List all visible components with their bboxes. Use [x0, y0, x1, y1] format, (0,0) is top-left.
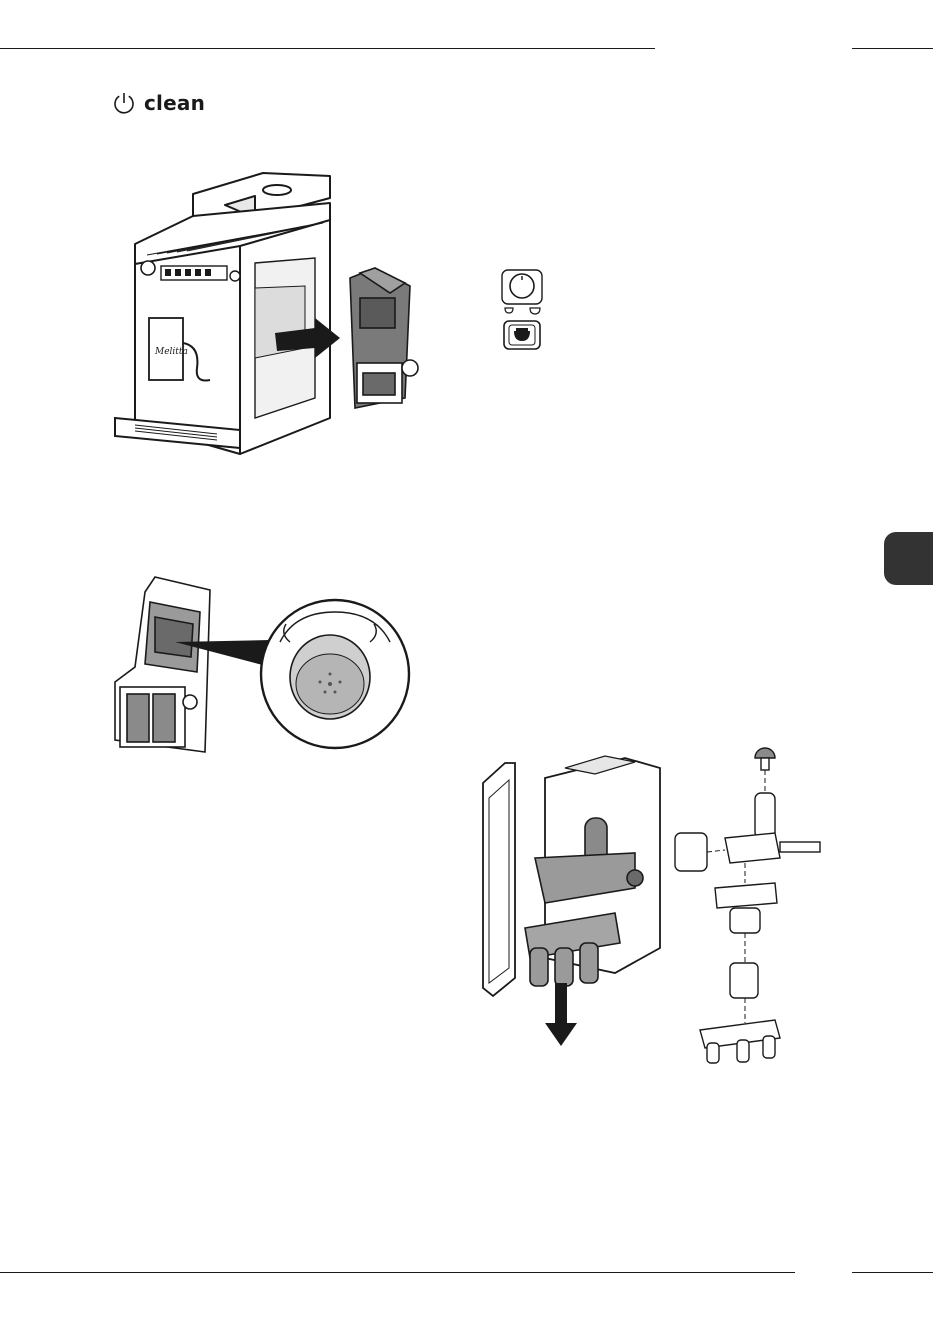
section-heading: clean: [112, 89, 205, 117]
chapter-tab-marker: [884, 532, 933, 585]
large-cup-icon: [530, 308, 540, 314]
brewing-unit: [115, 577, 210, 752]
brand-logo-text: Melitta: [154, 347, 188, 357]
sieve-zoom-detail: [261, 600, 409, 748]
control-dial: [500, 268, 544, 316]
power-icon: [112, 91, 136, 115]
figure-brewing-unit-sieve: [105, 572, 415, 762]
header-rule-left: [0, 48, 655, 49]
header-rule-right: [852, 48, 933, 49]
figure-coffee-machine: Melitta: [105, 168, 445, 468]
small-cup-icon: [505, 308, 513, 313]
arrow-down-icon: [545, 983, 577, 1046]
coffee-cup-button-icon: [503, 320, 541, 350]
footer-rule-right: [852, 1272, 933, 1273]
exploded-parts: [675, 748, 820, 1063]
figure-dispenser-exploded: [475, 738, 845, 1078]
footer-rule-left: [0, 1272, 795, 1273]
brewing-unit: [350, 268, 418, 408]
heading-text: clean: [144, 91, 205, 115]
